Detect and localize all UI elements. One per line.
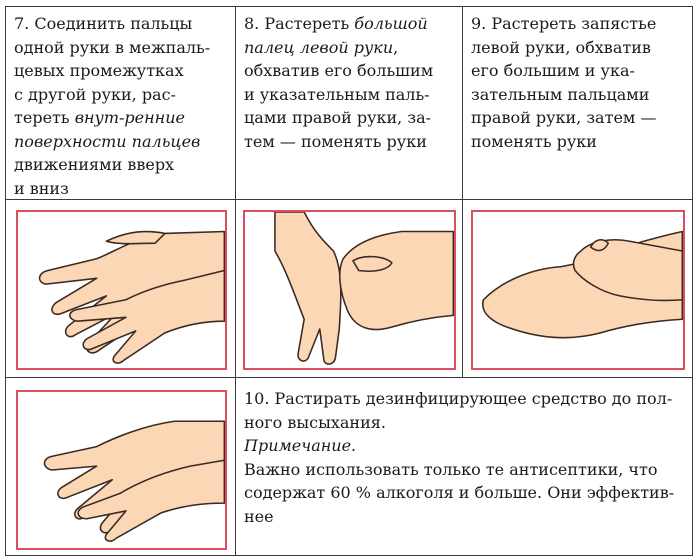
step-9-illustration: [471, 210, 685, 370]
drying-hands-image: [43, 420, 225, 542]
table-border-bottom: [5, 555, 693, 556]
step-8-illustration: [243, 210, 456, 370]
step-9-text: 9. Растереть запястье левой руки, обхват…: [471, 12, 656, 153]
step-10-line: ного высыхания.: [244, 412, 386, 432]
row-divider-2: [5, 377, 693, 378]
table-border-top: [5, 6, 693, 7]
step-7-line: цевых промежутках: [14, 61, 184, 80]
step-7-line: с другой руки, рас-: [14, 84, 176, 104]
row-divider-1: [5, 199, 693, 200]
instruction-table: 7. Соединить пальцы одной руки в межпаль…: [5, 6, 693, 556]
note-line: содержат 60 % алкоголя и больше. Они эфф…: [244, 483, 675, 502]
step-8-line: палец левой руки,: [244, 37, 399, 57]
step-8-line: цами правой руки, за-: [244, 108, 432, 127]
step-7-line: движениями вверх: [14, 155, 175, 174]
column-divider-1: [235, 6, 236, 556]
step-9-line: зательным пальцами: [471, 84, 650, 104]
step-10-line: 10. Растирать дезинфицирующее средство д…: [244, 389, 673, 408]
step-7-text: 7. Соединить пальцы одной руки в межпаль…: [14, 12, 210, 200]
step-9-line: его большим и ука-: [471, 61, 635, 80]
step-8-line: и указательным паль-: [244, 84, 430, 104]
note-line: Важно использовать только те антисептики…: [244, 459, 658, 479]
wrist-rub-image: [481, 230, 683, 339]
step-9-line: 9. Растереть запястье: [471, 14, 657, 33]
step-7-line: и вниз: [14, 178, 69, 198]
step-9-line: правой руки, затем —: [471, 108, 657, 127]
step-8-text: 8. Растереть большой палец левой руки, о…: [244, 12, 433, 153]
table-border-left: [5, 6, 6, 556]
step-10-text: 10. Растирать дезинфицирующее средство д…: [244, 387, 674, 528]
step-7-line: одной руки в межпаль-: [14, 37, 211, 57]
column-divider-2: [462, 6, 463, 378]
thumb-rub-image: [274, 212, 454, 365]
note-line: нее: [244, 506, 274, 526]
step-8-line: тем — поменять руки: [244, 131, 427, 151]
note-label: Примечание.: [244, 436, 357, 455]
table-border-right: [692, 6, 693, 556]
step-9-line: левой руки, обхватив: [471, 37, 651, 57]
interlaced-hands-image: [38, 230, 225, 364]
step-9-line: поменять руки: [471, 131, 597, 151]
step-10-illustration: [16, 390, 227, 550]
step-8-line: обхватив его большим: [244, 61, 434, 80]
step-8-line: 8. Растереть большой: [244, 14, 428, 33]
step-7-line: 7. Соединить пальцы: [14, 14, 193, 33]
step-7-line: тереть внут-ренние: [14, 108, 185, 127]
step-7-illustration: [16, 210, 227, 370]
step-7-line: поверхности пальцев: [14, 131, 201, 151]
